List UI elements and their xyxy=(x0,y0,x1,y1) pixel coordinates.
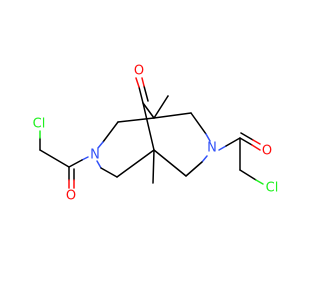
atom-n-left: N xyxy=(90,148,100,163)
bond-left-acyl-to-ch2 xyxy=(39,149,70,168)
bond-left-ch2a-to-n xyxy=(102,121,119,143)
bond-n-to-left-ch2b-n xyxy=(96,160,102,169)
atom-o-ketone: O xyxy=(134,64,144,79)
bond-methyl-upper xyxy=(153,95,169,119)
atom-cl-right: Cl xyxy=(266,181,279,196)
bond-right-acyl-co-b-o xyxy=(252,139,261,145)
bond-n-to-left-ch2b xyxy=(100,167,118,178)
bond-n-to-right-ch2b-n xyxy=(201,155,208,163)
atom-o-left-acyl: O xyxy=(66,189,76,204)
atom-n-right: N xyxy=(207,141,217,156)
bond-n-to-right-ch2b xyxy=(185,161,203,177)
bond-upper-to-left-ch2a xyxy=(117,117,155,123)
bond-layer xyxy=(39,77,264,189)
bond-bridge-carbonyl-a xyxy=(138,86,144,104)
bond-right-ch2a-to-n-n xyxy=(205,133,211,142)
bond-left-ch2a-to-n-n xyxy=(97,141,104,149)
bond-right-acyl-co-a xyxy=(239,137,253,146)
bond-bridge-lower xyxy=(142,102,155,151)
bond-right-acyl-co-b xyxy=(240,132,254,141)
bond-right-ch2a-to-n xyxy=(190,112,207,135)
bond-bridge-carbonyl-b-o xyxy=(141,77,145,87)
bond-bridge-carbonyl-b xyxy=(143,85,149,102)
bond-right-acyl-co-a-o xyxy=(251,144,261,151)
bond-right-ch2b-to-lower xyxy=(153,149,187,177)
atom-label-layer: O N N O O Cl Cl xyxy=(33,64,279,204)
atom-o-right-acyl: O xyxy=(262,144,272,159)
bond-upper-to-right-ch2a-real xyxy=(153,112,192,119)
bond-left-ch2b-to-lower xyxy=(116,149,155,178)
bond-bridge-carbonyl-a-o xyxy=(135,77,140,88)
molecule-structure-diagram: O N N O O Cl Cl xyxy=(33,64,279,204)
bond-methyl-lower xyxy=(152,149,155,184)
bond-n-right-to-acyl-n xyxy=(218,145,227,151)
bond-n-left-to-acyl xyxy=(68,159,83,168)
atom-cl-left: Cl xyxy=(33,117,46,132)
bond-right-ch2-to-cl-cl xyxy=(255,179,264,185)
bond-bridge-upper xyxy=(142,102,155,119)
bond-right-ch2-to-cl xyxy=(239,169,257,181)
bond-n-right-to-acyl xyxy=(225,137,241,147)
bond-n-left-to-acyl-n xyxy=(81,156,89,161)
